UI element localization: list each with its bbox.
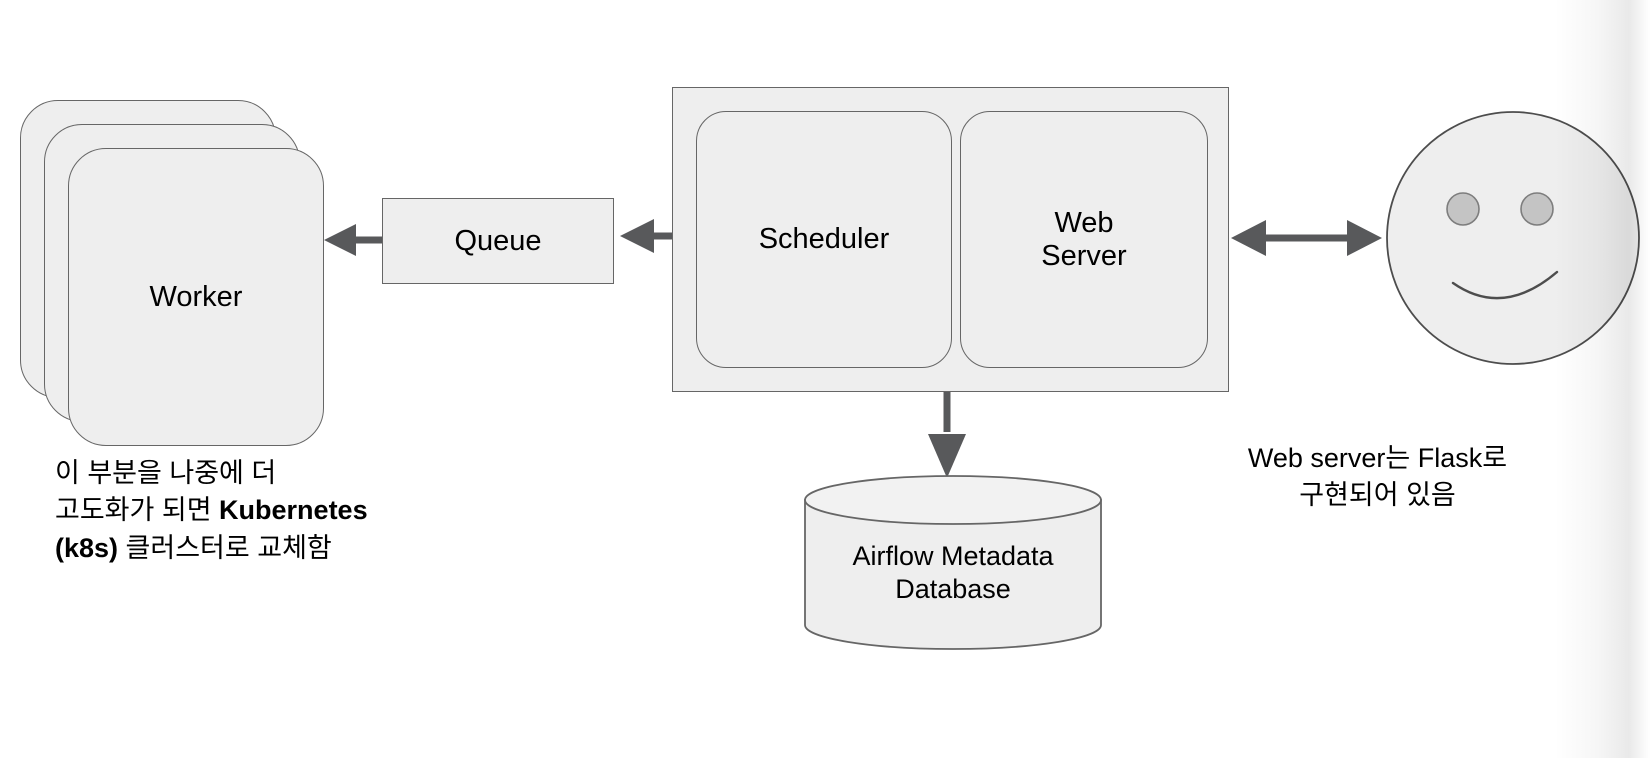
annotation-left-line3: (k8s) 클러스터로 교체함 <box>55 530 475 567</box>
annotation-left-line1: 이 부분을 나중에 더 <box>55 458 277 488</box>
scheduler-node[interactable]: Scheduler <box>696 111 952 368</box>
annotation-left: 이 부분을 나중에 더 고도화가 되면 Kubernetes (k8s) 클러스… <box>55 455 475 567</box>
arrow-core-to-database <box>928 392 966 478</box>
smiley-eye-left <box>1446 192 1480 226</box>
annotation-left-line3-bold: (k8s) <box>55 532 119 563</box>
annotation-left-line2: 고도화가 되면 Kubernetes <box>55 492 475 529</box>
worker-label: Worker <box>149 280 243 313</box>
arrow-queue-to-worker <box>324 224 382 256</box>
web-server-label: Web Server <box>1041 207 1127 272</box>
worker-node[interactable]: Worker <box>68 148 324 446</box>
database-label: Airflow Metadata Database <box>852 541 1054 604</box>
scheduler-label: Scheduler <box>758 223 890 256</box>
annotation-left-line3-plain: 클러스터로 교체함 <box>118 532 332 563</box>
user-actor-node[interactable] <box>1386 111 1640 365</box>
annotation-right: Web server는 Flask로 구현되어 있음 <box>1205 440 1550 515</box>
queue-label: Queue <box>454 224 542 257</box>
smiley-eye-right <box>1520 192 1554 226</box>
arrow-scheduler-to-queue <box>620 219 672 253</box>
annotation-left-line2-bold: Kubernetes <box>219 495 368 526</box>
web-server-node[interactable]: Web Server <box>960 111 1208 368</box>
annotation-left-line2-plain: 고도화가 되면 <box>55 495 220 526</box>
database-node[interactable] <box>804 475 1102 650</box>
annotation-right-line1: Web server는 Flask로 <box>1247 443 1508 473</box>
arrow-webserver-to-user <box>1231 220 1382 256</box>
annotation-right-line2: 구현되어 있음 <box>1299 480 1456 511</box>
queue-node[interactable]: Queue <box>382 198 614 284</box>
smiley-mouth-icon <box>1451 270 1559 300</box>
